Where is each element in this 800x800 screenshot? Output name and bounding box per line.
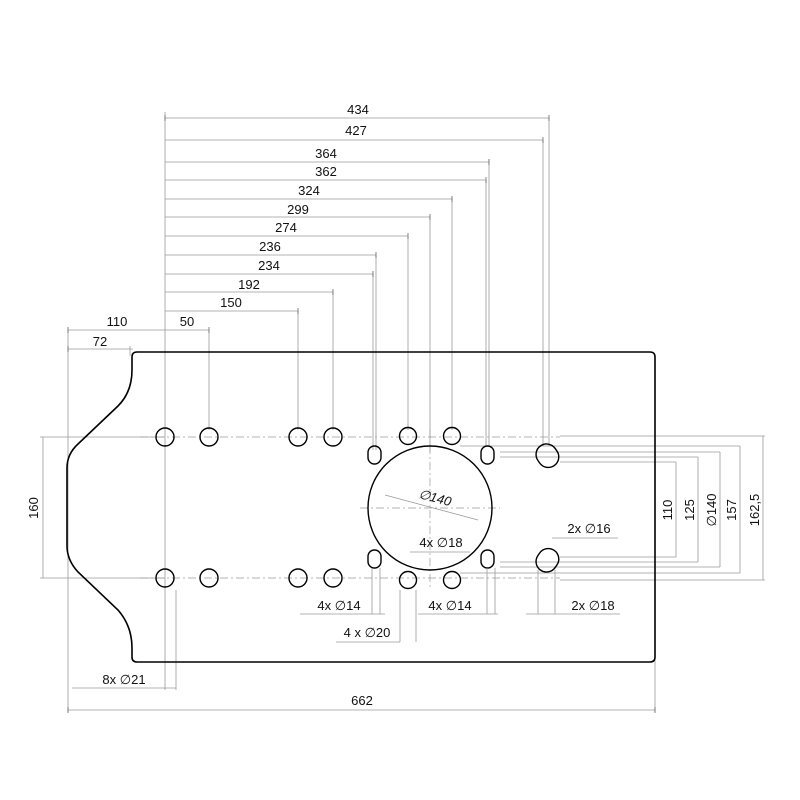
hole-20 [442, 570, 462, 590]
label-holes-14-right: 4x ∅14 [428, 598, 471, 613]
right-extension-lines [460, 435, 765, 581]
dim-150: 150 [220, 295, 242, 310]
dim-434: 434 [347, 102, 369, 117]
bottom-dimension-labels: 662 [351, 693, 373, 708]
callout-leaders [300, 537, 620, 643]
side-dimension-labels: 160 110 125 ∅140 157 162,5 [26, 493, 762, 526]
hole-21 [199, 568, 219, 588]
label-holes-21: 8x ∅21 [102, 672, 145, 687]
label-holes-20: 4 x ∅20 [344, 625, 391, 640]
top-dimension-labels: 434 427 364 362 324 299 274 236 234 192 … [93, 102, 369, 349]
extension-lines [67, 112, 656, 712]
hole-21 [323, 427, 343, 447]
dim-110: 110 [107, 314, 128, 329]
holes-21 [155, 427, 343, 588]
dim-50: 50 [180, 314, 194, 329]
label-holes-18-center: 4x ∅18 [419, 535, 462, 550]
hole-21 [155, 427, 175, 447]
label-holes-18-right: 2x ∅18 [571, 598, 614, 613]
slot-18 [535, 547, 560, 573]
dim-234: 234 [258, 258, 280, 273]
dim-299: 299 [287, 202, 309, 217]
dim-157: 157 [724, 499, 739, 521]
hole-21 [155, 568, 175, 588]
dim-162-5: 162,5 [747, 494, 762, 527]
center-bore [367, 445, 493, 571]
dim-362: 362 [315, 164, 337, 179]
right-dimension-lines [675, 436, 764, 580]
top-dimension-lines [68, 117, 655, 711]
dim-427: 427 [345, 123, 367, 138]
dim-662: 662 [351, 693, 373, 708]
slot-18 [535, 443, 560, 469]
label-holes-14-left: 4x ∅14 [317, 598, 360, 613]
dim-dia-140-side: ∅140 [704, 493, 719, 526]
dim-324: 324 [298, 183, 320, 198]
plate-outline [66, 351, 656, 663]
dim-192: 192 [238, 277, 260, 292]
dim-364: 364 [315, 146, 337, 161]
dim-274: 274 [275, 220, 297, 235]
label-center-bore: ∅140 [417, 486, 454, 509]
hole-21 [288, 568, 308, 588]
dim-125: 125 [682, 499, 697, 521]
hole-20 [398, 570, 418, 590]
slot-14 [480, 549, 495, 569]
slots-14 [367, 445, 495, 569]
hole-21 [199, 427, 219, 447]
dim-110-side: 110 [660, 500, 675, 521]
slot-14 [367, 445, 382, 465]
label-holes-16: 2x ∅16 [567, 521, 610, 536]
hole-21 [323, 568, 343, 588]
center-lines [140, 430, 560, 590]
hole-20 [442, 426, 462, 446]
dimension-ticks [67, 115, 656, 713]
slots-16-18 [535, 443, 560, 573]
hole-21 [288, 427, 308, 447]
slot-14 [367, 549, 382, 569]
hole-20 [398, 426, 418, 446]
dim-160: 160 [26, 497, 41, 519]
left-dimension-160 [40, 436, 165, 579]
dim-72: 72 [93, 334, 107, 349]
holes-20 [398, 426, 462, 590]
dim-236: 236 [259, 239, 281, 254]
slot-14 [480, 445, 495, 465]
